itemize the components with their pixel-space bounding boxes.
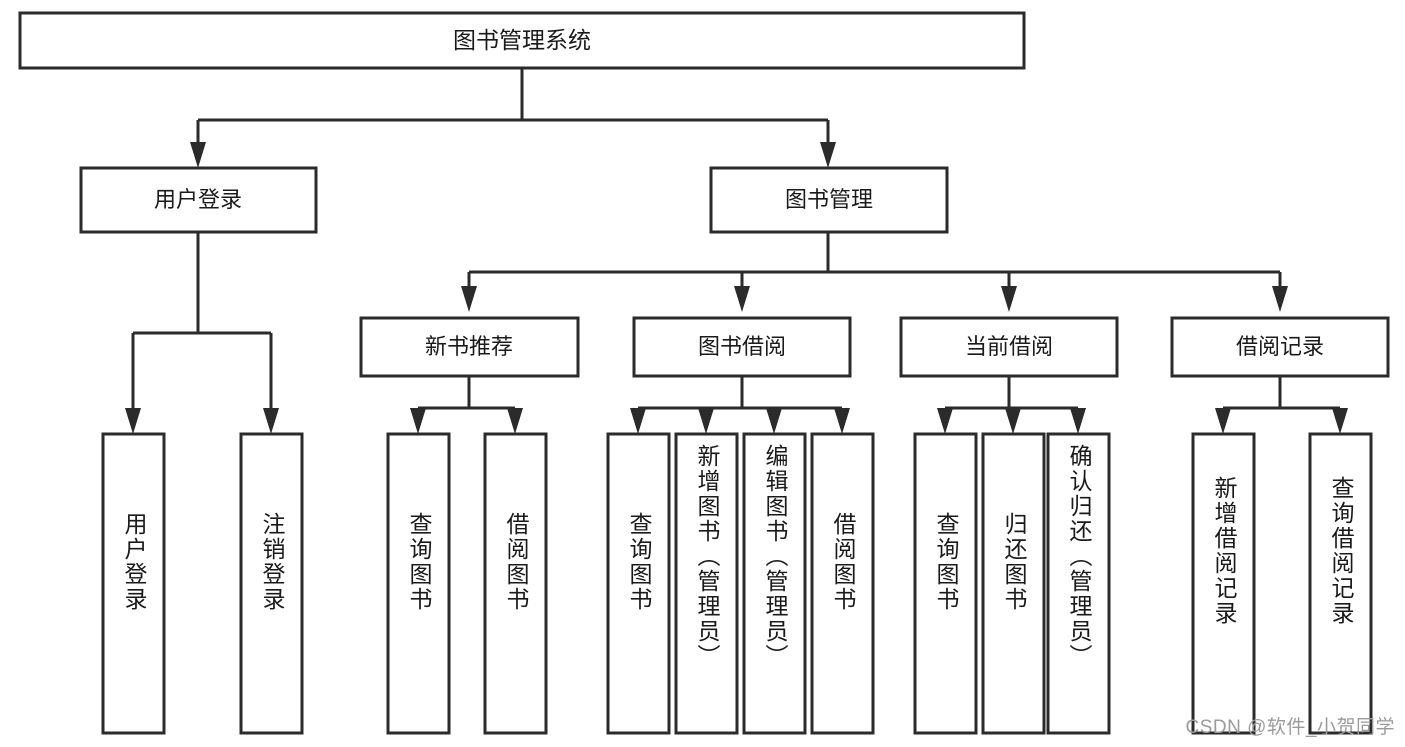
node-root-label: 图书管理系统 [453,27,591,53]
arrow-head-leaf-logout [263,408,279,434]
node-new-book-recommend-label: 新书推荐 [425,334,513,359]
arrow-head-br-leaf2 [1332,408,1348,434]
leaf-box-br-query-record[interactable] [1308,432,1373,735]
arrow-head-leaf-user-login [125,408,141,434]
node-borrow-records[interactable]: 借阅记录 [1170,316,1390,378]
leaf-rect-group [101,432,1373,735]
arrow-head-borrow-records [1272,286,1288,312]
arrow-head-cb-leaf1 [937,408,953,434]
node-current-borrow-label: 当前借阅 [965,334,1053,359]
node-book-manage[interactable]: 图书管理 [709,166,949,234]
arrow-head-bb-leaf3 [766,408,782,434]
leaf-box-nb-query-book[interactable] [386,432,451,735]
arrow-head-new-book [461,286,477,312]
node-new-book-recommend[interactable]: 新书推荐 [359,316,580,378]
node-root[interactable]: 图书管理系统 [18,11,1026,70]
node-book-manage-label: 图书管理 [785,187,873,212]
leaf-box-bb-add-book[interactable] [674,432,739,735]
node-user-login-label: 用户登录 [154,187,242,212]
arrow-head-cb-leaf2 [1005,408,1021,434]
arrow-head-bb-leaf2 [698,408,714,434]
leaf-box-bb-edit-book[interactable] [742,432,807,735]
leaf-box-user-login[interactable] [101,432,166,735]
arrow-head-bb-leaf4 [834,408,850,434]
arrow-head-current-borrow [1001,286,1017,312]
watermark-text: CSDN @软件_小贺同学 [1185,717,1395,738]
leaf-box-bb-borrow-book[interactable] [810,432,875,735]
arrow-head-book-borrow [734,286,750,312]
leaf-box-bb-query-book[interactable] [606,432,671,735]
leaf-box-cb-confirm-return[interactable] [1046,432,1111,735]
arrow-head-br-leaf1 [1215,408,1231,434]
node-current-borrow[interactable]: 当前借阅 [899,316,1119,378]
arrow-head-cb-leaf3 [1070,408,1086,434]
node-book-borrow-label: 图书借阅 [698,334,786,359]
node-borrow-records-label: 借阅记录 [1236,334,1324,359]
node-user-login[interactable]: 用户登录 [79,166,318,234]
arrow-head-user-login [190,142,206,168]
arrow-head-nb-leaf2 [507,408,523,434]
arrow-head-nb-leaf1 [410,408,426,434]
node-book-borrow[interactable]: 图书借阅 [632,316,852,378]
leaf-box-br-add-record[interactable] [1191,432,1256,735]
connector-group [125,68,1348,434]
leaf-box-logout[interactable] [239,432,304,735]
arrow-head-book-manage [820,142,836,168]
arrow-head-bb-leaf1 [630,408,646,434]
leaf-box-nb-borrow-book[interactable] [483,432,548,735]
leaf-box-cb-query-book[interactable] [913,432,978,735]
leaf-box-cb-return-book[interactable] [981,432,1046,735]
